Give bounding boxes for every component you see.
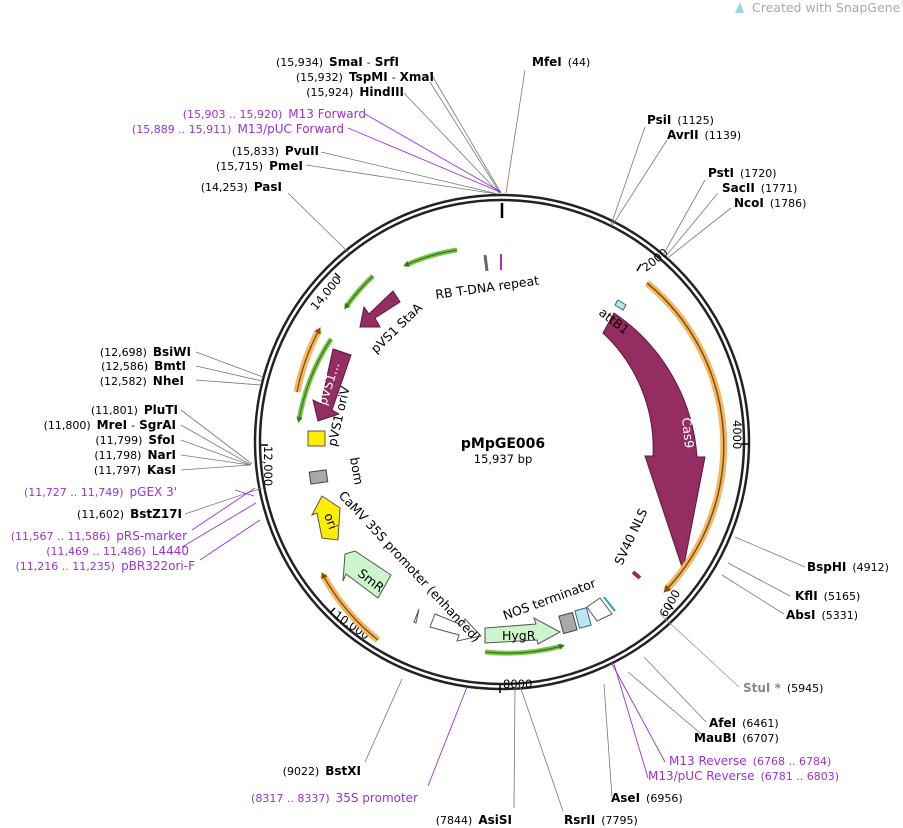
pvs1-orv-box	[307, 430, 326, 447]
features	[293, 247, 728, 656]
snapgene-logo-icon	[735, 2, 744, 13]
site-bstxi: (9022)BstXI	[283, 764, 361, 778]
bom-feature[interactable]	[308, 469, 329, 485]
site-bmti: (12,586)BmtI	[101, 359, 186, 373]
site-nhei: (12,582)NheI	[100, 374, 184, 388]
site-bsphi: BspHI(4912)	[807, 560, 889, 574]
site-pluti: (11,801)PluTI	[91, 403, 178, 417]
site-afei: AfeI(6461)	[709, 716, 779, 730]
label-bom: bom	[347, 456, 367, 486]
site-bstz17i: (11,602)BstZ17I	[77, 507, 182, 521]
hygr-feature[interactable]	[484, 616, 562, 645]
tick-4000: 4000	[730, 420, 744, 449]
site-asei: AseI(6956)	[611, 791, 683, 805]
site-kfli: KflI(5165)	[795, 589, 860, 603]
leader-lines	[180, 69, 806, 812]
site-maubi: MauBI(6707)	[694, 731, 779, 745]
site-psii: PsiI(1125)	[647, 113, 714, 127]
site-rsrii: RsrII(7795)	[564, 813, 638, 827]
site-stui: StuI *(5945)	[743, 681, 823, 695]
tick-12000: 12,000	[261, 446, 275, 486]
ori-feature[interactable]	[310, 495, 341, 541]
site-smai: (15,934)SmaI-SrfI	[276, 55, 399, 69]
site-sfoi: (11,799)SfoI	[95, 433, 175, 447]
site-kasi: (11,797)KasI	[94, 463, 176, 477]
plasmid-size: 15,937 bp	[474, 452, 533, 466]
label-ori: ori	[321, 511, 341, 531]
site-pmei: (15,715)PmeI	[216, 159, 303, 173]
site-absi: AbsI(5331)	[786, 608, 858, 622]
label-hygr: HygR	[502, 628, 536, 643]
attb1-feature	[614, 299, 627, 311]
smr-feature[interactable]	[342, 550, 392, 599]
site-asisi: (7844)AsiSI	[436, 813, 512, 827]
site-mrei: (11,800)MreI-SgrAI	[44, 418, 176, 432]
camv-35s-feature[interactable]	[413, 608, 420, 624]
primer-l4440: (11,469 .. 11,486)L4440	[46, 544, 189, 558]
rb-feature	[483, 254, 489, 272]
primer-m13-reverse: M13 Reverse(6768 .. 6784)	[669, 754, 831, 768]
label-cas9: Cas9	[679, 417, 697, 449]
site-tspmi: (15,932)TspMI-XmaI	[296, 70, 434, 84]
primer-m13-forward: (15,903 .. 15,920)M13 Forward	[183, 107, 366, 121]
primer-leader-lines	[181, 113, 666, 787]
nos-terminator-feature[interactable]	[558, 611, 578, 635]
primer-pbr322ori-f: (11,216 .. 11,235)pBR322ori-F	[16, 559, 196, 573]
tick-8000: 8000	[503, 677, 532, 691]
site-mfei: MfeI(44)	[532, 55, 590, 69]
site-psti: PstI(1720)	[708, 166, 777, 180]
snapgene-brand: Created with SnapGene®	[735, 0, 903, 15]
site-hindiii: (15,924)HindIII	[306, 85, 404, 99]
site-labels: (15,934)SmaI-SrfI (15,932)TspMI-XmaI (15…	[44, 55, 889, 827]
sv40-feature	[631, 570, 642, 580]
plasmid-name: pMpGE006	[461, 436, 545, 452]
small-feature-blue	[574, 607, 592, 629]
small-feature-arrow	[586, 597, 613, 622]
tick-14000: 14,000	[308, 273, 345, 313]
primer-35s-promoter: (8317 .. 8337)35S promoter	[251, 791, 418, 805]
site-avrii: AvrII(1139)	[667, 128, 741, 142]
label-sv40: SV40 NLS	[611, 506, 650, 567]
primer-m13-puc-reverse: M13/pUC Reverse(6781 .. 6803)	[648, 769, 839, 783]
site-ncoi: NcoI(1786)	[734, 196, 806, 210]
pvs1-staa-feature[interactable]	[359, 290, 401, 328]
primer-pgex3: (11,727 .. 11,749)pGEX 3'	[24, 485, 177, 499]
pvs1-rep-feature[interactable]	[312, 348, 352, 422]
site-nari: (11,798)NarI	[94, 448, 176, 462]
site-bsiwi: (12,698)BsiWI	[100, 345, 191, 359]
primer-labels: (15,903 .. 15,920)M13 Forward (15,889 ..…	[11, 107, 839, 805]
plasmid-backbone	[253, 193, 751, 691]
site-sacii: SacII(1771)	[722, 181, 797, 195]
orf-arrow-top-left	[404, 247, 458, 268]
primer-prs-marker: (11,567 .. 11,586)pRS-marker	[11, 529, 187, 543]
site-pasi: (14,253)PasI	[201, 180, 282, 194]
site-pvuii: (15,833)PvuII	[232, 144, 319, 158]
brand-text: Created with SnapGene®	[752, 0, 903, 15]
primer-m13-puc-forward: (15,889 .. 15,911)M13/pUC Forward	[132, 122, 344, 136]
label-rb: RB T-DNA repeat	[434, 273, 540, 302]
